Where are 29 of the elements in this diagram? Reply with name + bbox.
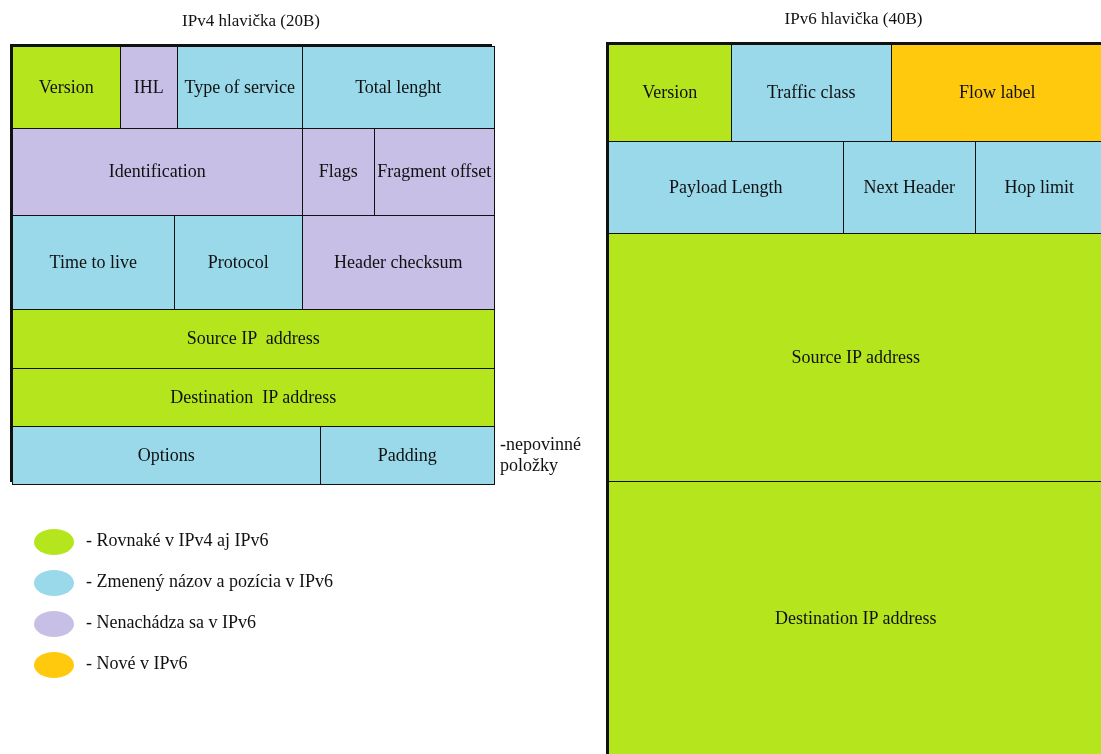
- field-cell: Fragment offset: [373, 127, 495, 216]
- field-cell: Header checksum: [301, 214, 495, 310]
- field-cell: Destination IP address: [11, 367, 495, 427]
- legend-text: - Nenachádza sa v IPv6: [86, 612, 256, 633]
- field-cell: Type of service: [176, 45, 303, 129]
- field-cell: Flow label: [890, 43, 1101, 142]
- legend-text: - Zmenený názov a pozícia v IPv6: [86, 571, 333, 592]
- field-cell: Payload Length: [607, 140, 844, 234]
- field-cell: Padding: [319, 425, 495, 485]
- field-cell: IHL: [119, 45, 178, 129]
- header-title: IPv6 hlavička (40B): [784, 9, 923, 29]
- field-cell: Options: [11, 425, 321, 485]
- field-cell: Source IP address: [11, 308, 495, 369]
- header-title: IPv4 hlavička (20B): [182, 11, 320, 31]
- note-text: -nepovinné položky: [500, 434, 582, 476]
- field-cell: Version: [11, 45, 121, 129]
- field-cell: Hop limit: [974, 140, 1101, 234]
- field-cell: Version: [607, 43, 732, 142]
- field-cell: Traffic class: [730, 43, 892, 142]
- legend-text: - Nové v IPv6: [86, 653, 188, 674]
- field-cell: Total lenght: [301, 45, 495, 129]
- legend-text: - Rovnaké v IPv4 aj IPv6: [86, 530, 269, 551]
- field-cell: Destination IP address: [607, 480, 1101, 754]
- field-cell: Flags: [301, 127, 375, 216]
- field-cell: Next Header: [842, 140, 976, 234]
- field-cell: Protocol: [173, 214, 303, 310]
- field-cell: Time to live: [11, 214, 175, 310]
- field-cell: Identification: [11, 127, 303, 216]
- field-cell: Source IP address: [607, 232, 1101, 482]
